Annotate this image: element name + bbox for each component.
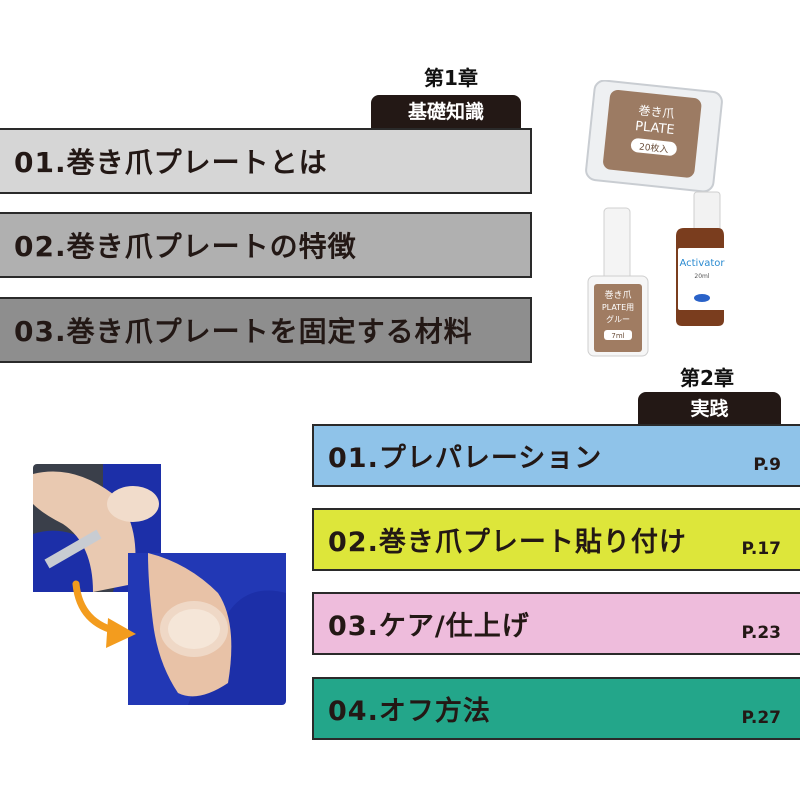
page-number: P.27: [741, 708, 781, 728]
page-number: P.23: [741, 623, 781, 643]
nail-photo-before: [33, 464, 161, 592]
chapter1-tab: 基礎知識: [371, 95, 521, 129]
chapter1-item-label: 03.巻き爪プレートを固定する材料: [14, 315, 473, 348]
nail-photo-after: [128, 553, 286, 705]
chapter1-item-1[interactable]: 01.巻き爪プレートとは: [0, 128, 532, 194]
glue-label-2: PLATE用: [602, 303, 634, 312]
chapter2-item-label: 01.プレパレーション: [328, 443, 603, 474]
chapter2-tab: 実践: [638, 392, 781, 426]
case-count: 20枚入: [638, 141, 669, 156]
chapter2-item-label: 02.巻き爪プレート貼り付け: [328, 527, 687, 558]
product-photo: 巻き爪 PLATE 20枚入 巻き爪 PLATE用 グルー 7ml Activa…: [585, 80, 726, 357]
chapter2-title: 第2章: [680, 366, 734, 390]
chapter1-item-2[interactable]: 02.巻き爪プレートの特徴: [0, 212, 532, 278]
chapter2-item-label: 04.オフ方法: [328, 696, 491, 727]
chapter1-title: 第1章: [424, 66, 478, 90]
case-label-1: 巻き爪: [638, 103, 675, 121]
glue-label-1: 巻き爪: [604, 289, 631, 301]
page-number: P.9: [753, 455, 781, 475]
chapter1-item-3[interactable]: 03.巻き爪プレートを固定する材料: [0, 297, 532, 363]
chapter2-item-4[interactable]: 04.オフ方法 P.27: [312, 677, 800, 740]
chapter2-item-2[interactable]: 02.巻き爪プレート貼り付け P.17: [312, 508, 800, 571]
glue-volume: 7ml: [611, 332, 624, 340]
activator-name: Activator: [679, 258, 725, 269]
chapter1-item-label: 01.巻き爪プレートとは: [14, 146, 328, 179]
glue-label-3: グルー: [606, 314, 630, 324]
chapter2-item-3[interactable]: 03.ケア/仕上げ P.23: [312, 592, 800, 655]
page-number: P.17: [741, 539, 781, 559]
activator-bottle-image: Activator 20ml: [676, 191, 726, 326]
chapter1-item-label: 02.巻き爪プレートの特徴: [14, 230, 357, 263]
chapter2-item-1[interactable]: 01.プレパレーション P.9: [312, 424, 800, 487]
tip-case-image: 巻き爪 PLATE 20枚入: [585, 80, 723, 193]
chapter2-item-label: 03.ケア/仕上げ: [328, 611, 530, 642]
glue-bottle-image: 巻き爪 PLATE用 グルー 7ml: [587, 207, 649, 357]
activator-volume: 20ml: [694, 273, 709, 280]
case-label-2: PLATE: [634, 119, 675, 138]
arrow-icon: [72, 580, 136, 648]
